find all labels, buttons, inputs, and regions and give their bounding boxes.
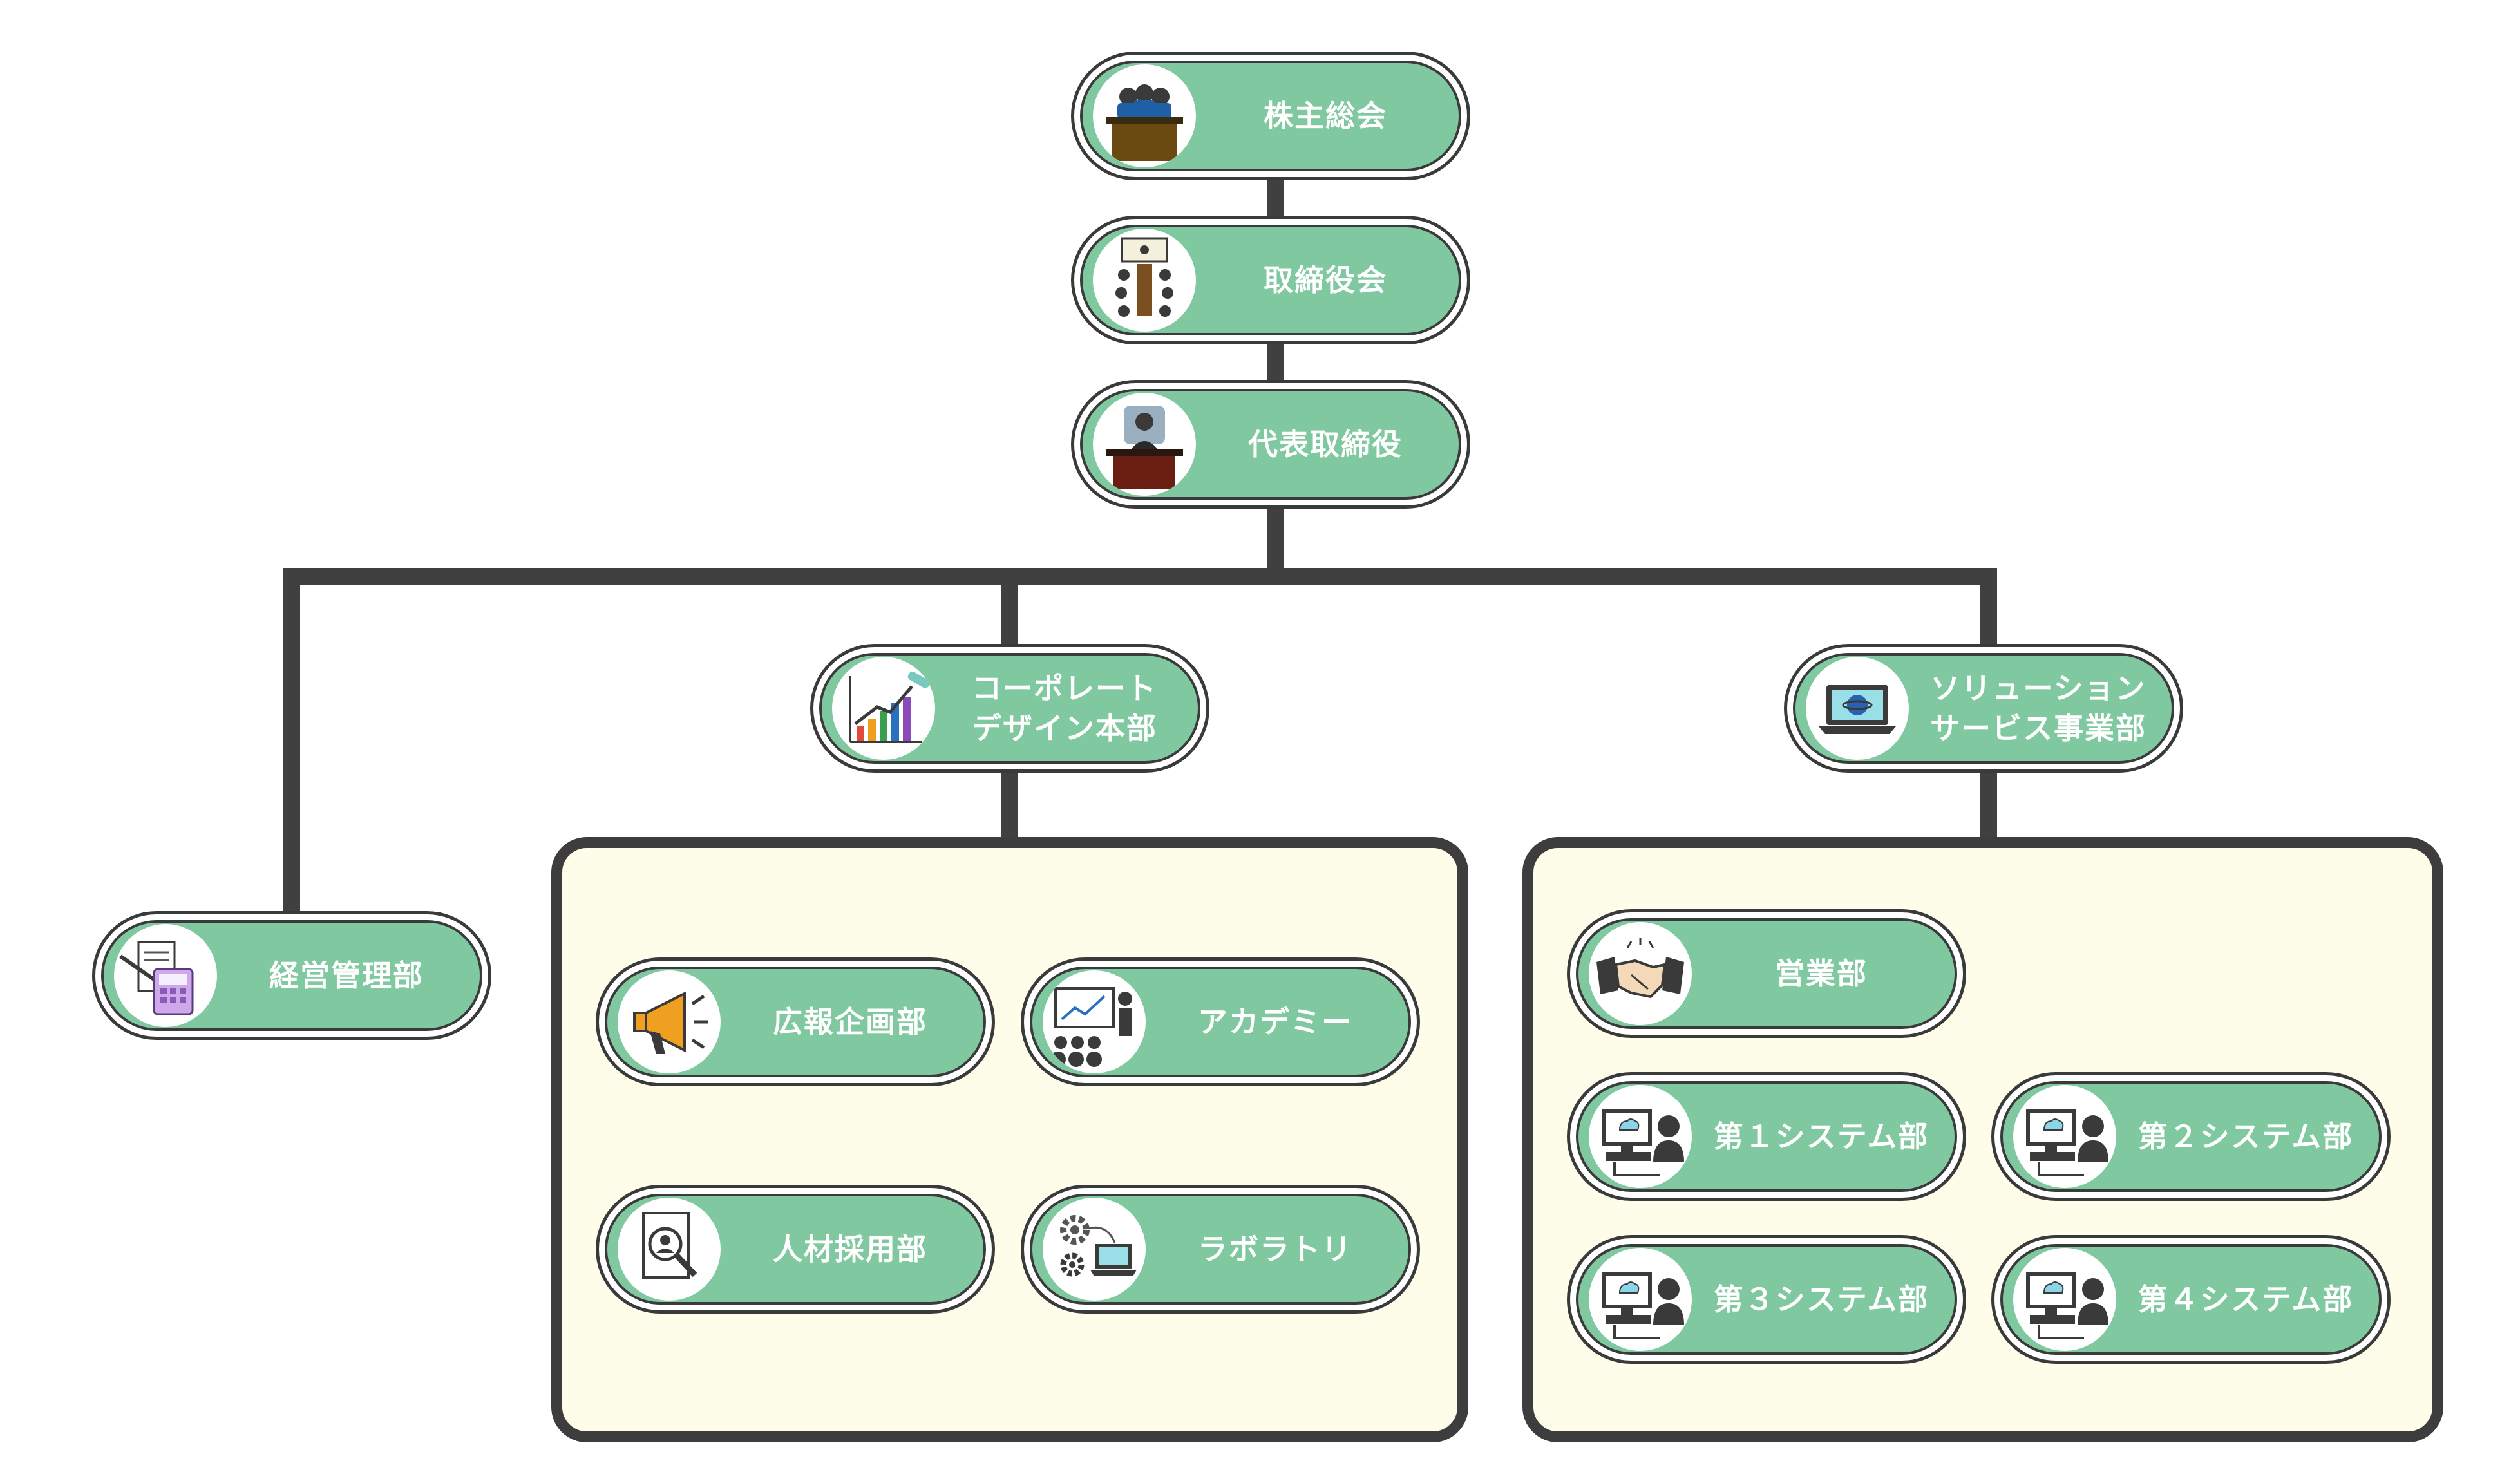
connector-corporate-design-group — [1001, 773, 1018, 847]
system3-label: 第３システム部 — [1713, 1282, 1929, 1317]
node-label: 広報企画部 — [723, 969, 977, 1075]
node-label: 営業部 — [1694, 921, 1948, 1026]
node-body: 代表取締役 — [1080, 389, 1461, 500]
resume-search-icon — [618, 1198, 721, 1301]
node-board-of-directors[interactable]: 取締役会 — [1071, 216, 1470, 344]
shareholders-meeting-label: 株主総会 — [1264, 99, 1387, 133]
node-ceo[interactable]: 代表取締役 — [1071, 380, 1470, 509]
gears-laptop-icon — [1043, 1198, 1146, 1301]
node-body: 第１システム部 — [1576, 1081, 1957, 1192]
node-label: 第３システム部 — [1694, 1247, 1948, 1352]
node-management-dept[interactable]: 経営管理部 — [92, 911, 491, 1040]
connector-horizontal-bus — [283, 568, 1997, 585]
ceo-desk-icon — [1093, 393, 1196, 496]
laboratory-label: ラボラトリ — [1198, 1232, 1352, 1267]
node-label: 経営管理部 — [220, 923, 473, 1028]
node-body: 経営管理部 — [101, 920, 482, 1031]
node-academy[interactable]: アカデミー — [1021, 957, 1420, 1086]
node-sales[interactable]: 営業部 — [1567, 909, 1966, 1038]
node-pr-planning[interactable]: 広報企画部 — [596, 957, 995, 1086]
sales-label: 営業部 — [1775, 956, 1868, 991]
node-label: コーポレート デザイン本部 — [938, 656, 1191, 761]
node-label: アカデミー — [1148, 969, 1402, 1075]
node-body: 取締役会 — [1080, 225, 1461, 335]
system2-label: 第２システム部 — [2137, 1119, 2354, 1154]
node-body: ラボラトリ — [1030, 1194, 1411, 1305]
node-body: 営業部 — [1576, 918, 1957, 1029]
solution-service-label-line1: ソリューション — [1930, 671, 2146, 706]
node-label: 取締役会 — [1198, 227, 1452, 333]
academy-label: アカデミー — [1198, 1005, 1352, 1039]
node-label: 人材採用部 — [723, 1196, 977, 1302]
pr-planning-label: 広報企画部 — [773, 1005, 927, 1039]
node-body: 株主総会 — [1080, 61, 1461, 171]
node-body: アカデミー — [1030, 967, 1411, 1077]
management-label: 経営管理部 — [269, 958, 424, 993]
node-system-dept-3[interactable]: 第３システム部 — [1567, 1235, 1966, 1364]
computer-user-icon — [2013, 1248, 2116, 1351]
node-label: ソリューション サービス事業部 — [1911, 656, 2165, 761]
node-recruiting[interactable]: 人材採用部 — [596, 1185, 995, 1314]
connector-to-solution-service — [1980, 568, 1997, 648]
board-meeting-icon — [1093, 229, 1196, 332]
connector-board-ceo — [1267, 344, 1284, 383]
node-solution-service-div[interactable]: ソリューション サービス事業部 — [1784, 644, 2183, 773]
handshake-icon — [1589, 922, 1692, 1025]
connector-to-corporate-design — [1001, 568, 1018, 648]
board-label: 取締役会 — [1264, 263, 1387, 297]
node-body: 第４システム部 — [2000, 1244, 2382, 1355]
shareholders-meeting-icon — [1093, 64, 1196, 167]
node-label: 代表取締役 — [1198, 391, 1452, 497]
ceo-label: 代表取締役 — [1248, 427, 1403, 462]
system4-label: 第４システム部 — [2137, 1282, 2354, 1317]
connector-solution-service-group — [1980, 773, 1997, 847]
node-body: 広報企画部 — [605, 967, 986, 1077]
computer-user-icon — [2013, 1085, 2116, 1188]
solution-service-label-line2: サービス事業部 — [1930, 711, 2146, 746]
node-body: 人材採用部 — [605, 1194, 986, 1305]
node-label: 株主総会 — [1198, 63, 1452, 169]
node-laboratory[interactable]: ラボラトリ — [1021, 1185, 1420, 1314]
node-system-dept-1[interactable]: 第１システム部 — [1567, 1072, 1966, 1201]
node-body: 第３システム部 — [1576, 1244, 1957, 1355]
node-system-dept-4[interactable]: 第４システム部 — [1991, 1235, 2391, 1364]
node-body: ソリューション サービス事業部 — [1793, 653, 2174, 764]
node-label: 第２システム部 — [2119, 1084, 2373, 1189]
node-corporate-design-hq[interactable]: コーポレート デザイン本部 — [810, 644, 1209, 773]
corporate-design-label-line2: デザイン本部 — [972, 711, 1157, 746]
node-label: 第４システム部 — [2119, 1247, 2373, 1352]
growth-chart-icon — [832, 657, 935, 760]
node-label: 第１システム部 — [1694, 1084, 1948, 1189]
presentation-icon — [1043, 970, 1146, 1073]
system1-label: 第１システム部 — [1713, 1119, 1929, 1154]
corporate-design-label-line1: コーポレート — [972, 671, 1157, 706]
laptop-globe-icon — [1806, 657, 1909, 760]
corporate-design-group — [551, 837, 1468, 1442]
computer-user-icon — [1589, 1248, 1692, 1351]
node-shareholders-meeting[interactable]: 株主総会 — [1071, 52, 1470, 180]
recruiting-label: 人材採用部 — [773, 1232, 927, 1267]
connector-to-management — [283, 568, 300, 912]
node-body: 第２システム部 — [2000, 1081, 2382, 1192]
megaphone-icon — [618, 970, 721, 1073]
computer-user-icon — [1589, 1085, 1692, 1188]
node-system-dept-2[interactable]: 第２システム部 — [1991, 1072, 2391, 1201]
calculator-documents-icon — [114, 924, 217, 1027]
connector-shareholders-board — [1267, 180, 1284, 219]
node-body: コーポレート デザイン本部 — [819, 653, 1200, 764]
node-label: ラボラトリ — [1148, 1196, 1402, 1302]
